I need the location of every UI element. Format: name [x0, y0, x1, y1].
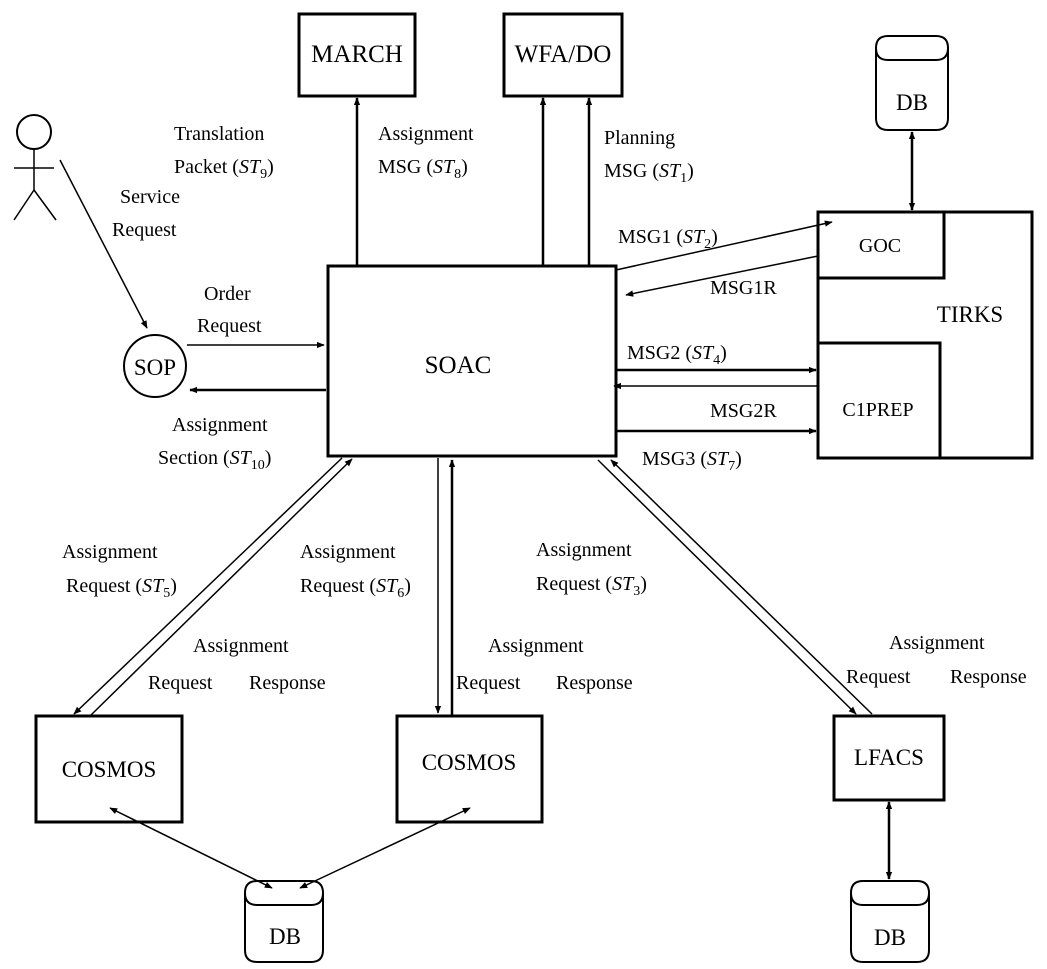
goc-box — [818, 212, 946, 280]
resp-left-label-1: Assignment — [193, 635, 289, 657]
service-request-arrow — [59, 159, 148, 329]
march-label: MARCH — [311, 41, 403, 68]
assign-req-6-label-1: Assignment — [300, 541, 396, 563]
wfado-label: WFA/DO — [515, 41, 612, 68]
resp-mid-label-1: Assignment — [488, 635, 584, 657]
assignment-section-label-2: Section (ST10) — [158, 447, 271, 473]
translation-label-2: Packet (ST9) — [174, 156, 274, 182]
assign-req-5-arrow — [73, 457, 343, 715]
cosmos-left-label: COSMOS — [62, 757, 157, 782]
db-lfacs-cylinder: DB — [850, 880, 930, 963]
service-label-1: Service — [120, 186, 180, 208]
assign-req-3-label-1: Assignment — [536, 539, 632, 561]
assign-req-3-arrow — [597, 459, 857, 715]
cosmos-left-box — [34, 714, 184, 824]
resp-right-label-1: Assignment — [889, 632, 985, 654]
user-figure — [13, 114, 57, 221]
msg3-label: MSG3 (ST7) — [642, 448, 742, 474]
resp-left-req: Request — [148, 672, 213, 694]
soac-box — [326, 264, 618, 458]
wfado-box — [502, 12, 624, 98]
db-cosmos-left-arrow — [109, 807, 273, 889]
msg1r-arrow — [625, 255, 819, 297]
march-box — [297, 12, 417, 98]
db-cosmos-label: DB — [269, 924, 301, 949]
order-label-2: Request — [197, 315, 262, 337]
tirks-system: GOC TIRKS C1PREP — [816, 210, 1034, 460]
c1prep-label: C1PREP — [842, 399, 913, 421]
planning-msg-label-1: Planning — [604, 127, 675, 149]
translation-label-1: Translation — [174, 123, 264, 145]
order-label-1: Order — [204, 283, 251, 305]
msg1r-label: MSG1R — [710, 277, 777, 299]
assign-resp-left-arrow — [89, 458, 353, 717]
msg2-label: MSG2 (ST4) — [627, 342, 727, 368]
sop-node — [123, 334, 187, 398]
db-tirks-label: DB — [896, 90, 928, 115]
assign-resp-right-arrow — [610, 459, 873, 715]
service-label-2: Request — [112, 219, 177, 241]
cosmos-mid-label: COSMOS — [422, 750, 517, 775]
goc-label: GOC — [859, 235, 901, 257]
tirks-box — [816, 210, 1034, 460]
db-tirks-cylinder: DB — [874, 35, 950, 131]
lfacs-box — [832, 714, 946, 802]
resp-right-req: Request — [846, 666, 911, 688]
db-cosmos-cylinder: DB — [244, 880, 324, 963]
msg1-arrow — [615, 220, 833, 271]
resp-mid-req: Request — [456, 672, 521, 694]
assign-req-5-label-2: Request (ST5) — [66, 575, 177, 601]
tirks-label: TIRKS — [937, 302, 1003, 327]
c1prep-box — [818, 341, 942, 458]
lfacs-label: LFACS — [854, 745, 924, 770]
sop-label: SOP — [134, 355, 176, 380]
assign-req-6-label-2: Request (ST6) — [300, 575, 411, 601]
db-lfacs-label: DB — [874, 925, 906, 950]
assignment-msg-label-2: MSG (ST8) — [378, 156, 468, 182]
assign-req-3-label-2: Request (ST3) — [536, 573, 647, 599]
resp-right-resp: Response — [950, 666, 1027, 688]
msg2r-label: MSG2R — [710, 400, 777, 422]
assignment-msg-label-1: Assignment — [378, 123, 474, 145]
soac-label: SOAC — [425, 352, 492, 379]
assign-req-5-label-1: Assignment — [62, 541, 158, 563]
resp-left-resp: Response — [249, 672, 326, 694]
assignment-section-label-1: Assignment — [172, 414, 268, 436]
planning-msg-label-2: MSG (ST1) — [604, 160, 694, 186]
msg1-label: MSG1 (ST2) — [618, 226, 718, 252]
db-cosmos-mid-arrow — [299, 807, 471, 889]
resp-mid-resp: Response — [556, 672, 633, 694]
